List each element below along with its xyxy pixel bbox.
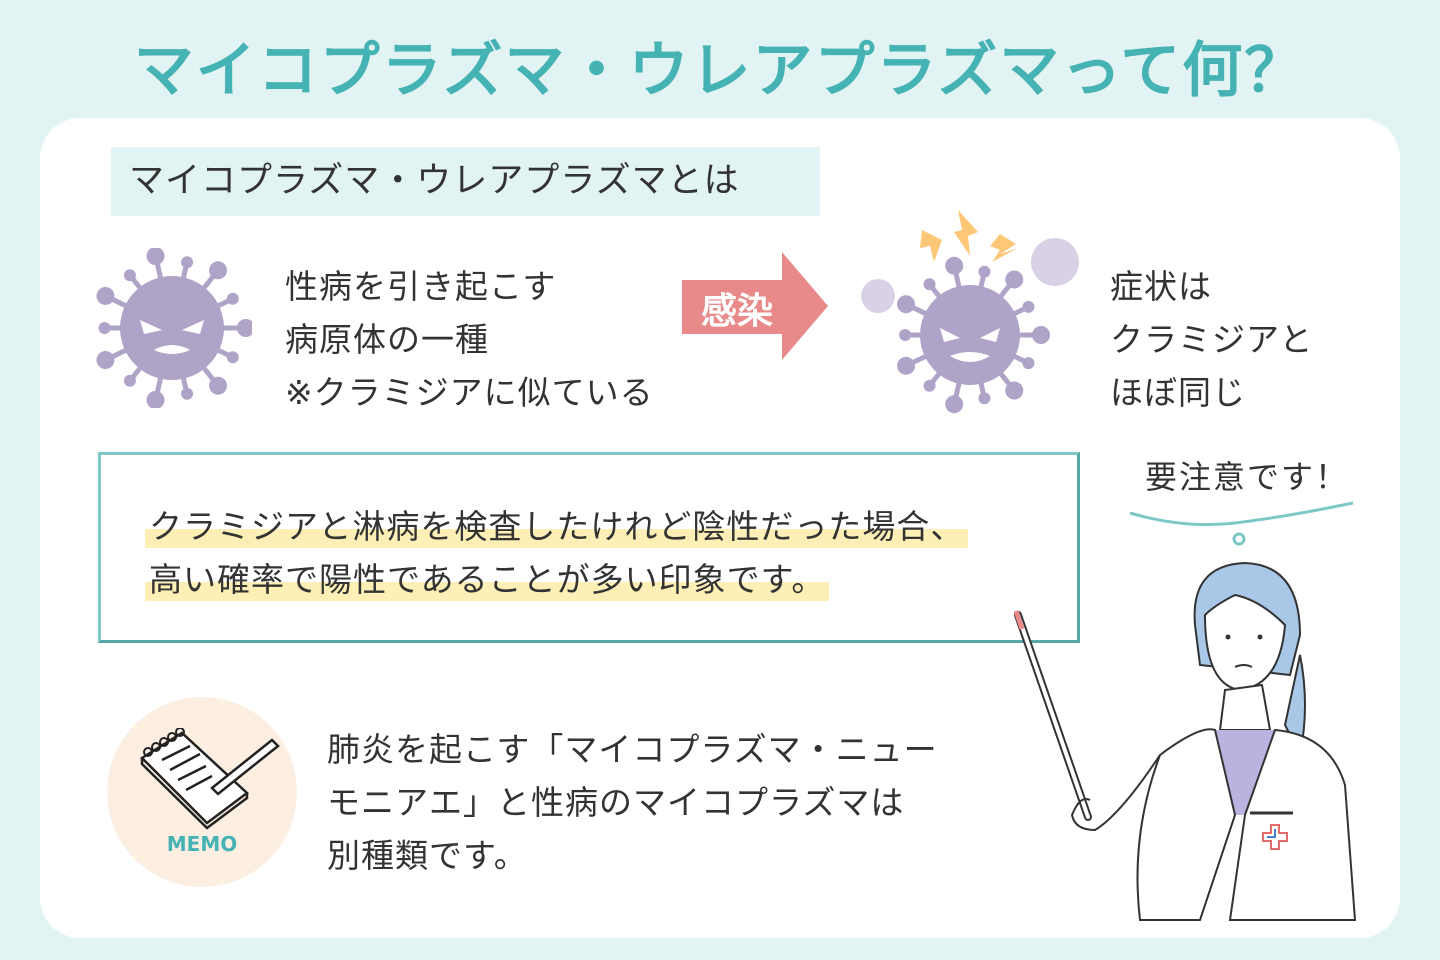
section-heading: マイコプラズマ・ウレアプラズマとは — [111, 147, 820, 216]
virus-icon — [96, 248, 252, 408]
highlight-text: クラミジアと淋病を検査したけれど陰性だった場合、 — [145, 500, 969, 548]
speech-tail-icon — [1129, 501, 1354, 546]
memo-line: モニアエ」と性病のマイコプラズマは — [327, 783, 905, 822]
highlight-box — [98, 452, 1080, 643]
notepad-pencil-icon — [140, 728, 280, 830]
page-title: マイコプラズマ・ウレアプラズマって何？ — [133, 36, 1307, 106]
memo-label: MEMO — [166, 832, 238, 856]
symptom-line: クラミジアと — [1110, 320, 1314, 359]
doctor-illustration — [1013, 561, 1357, 921]
description-line: 性病を引き起こす — [285, 267, 557, 306]
speech-bubble-text: 要注意です！ — [1145, 458, 1350, 496]
symptom-line: ほぼ同じ — [1110, 373, 1246, 412]
infection-arrow-icon — [682, 252, 828, 360]
arrow-label: 感染 — [700, 291, 773, 332]
description-line: ※クラミジアに似ている — [285, 373, 654, 412]
angry-virus-icon — [861, 210, 1079, 414]
highlight-text: 高い確率で陽性であることが多い印象です。 — [145, 553, 830, 601]
memo-line: 肺炎を起こす「マイコプラズマ・ニュー — [327, 730, 938, 769]
description-line: 病原体の一種 — [285, 320, 489, 359]
memo-line: 別種類です。 — [327, 836, 528, 875]
symptom-line: 症状は — [1110, 267, 1212, 306]
